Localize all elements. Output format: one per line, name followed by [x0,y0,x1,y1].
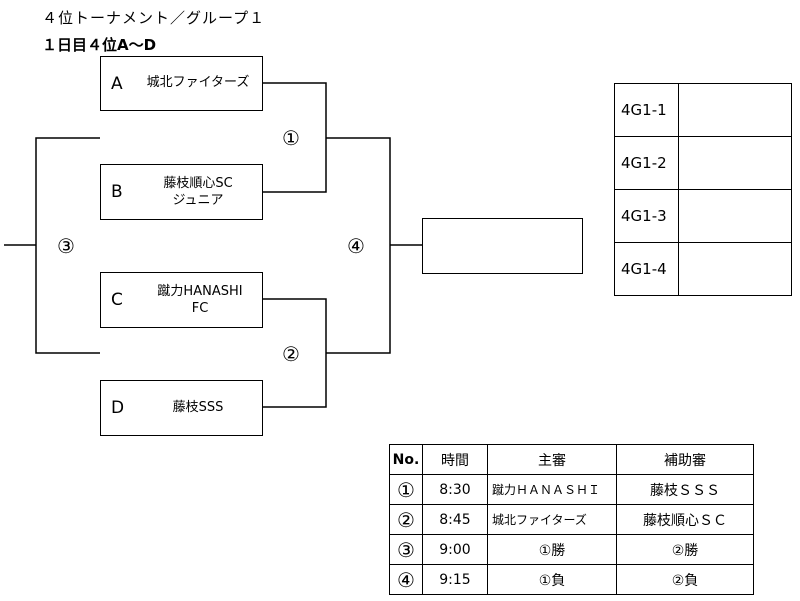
result-label: 4G1-4 [614,242,679,296]
table-row: 4G1-4 [614,242,792,296]
team-letter: A [111,74,123,94]
page-title: ４位トーナメント／グループ１ [42,9,266,27]
referee: 城北ファイターズ [487,504,617,535]
header-time: 時間 [422,444,488,475]
team-name: 藤枝順心SC ジュニア [163,176,233,208]
referee: ①勝 [487,534,617,565]
header-assistant: 補助審 [616,444,754,475]
team-name: 藤枝SSS [172,400,224,415]
match-label-2: ② [282,342,300,366]
page-subtitle: １日目４位A～D [42,36,157,54]
table-row: ② 8:45 城北ファイターズ 藤枝順心ＳＣ [389,504,754,535]
header-referee: 主審 [487,444,617,475]
assistant-referee: 藤枝ＳＳＳ [616,474,754,505]
team-box-d: D 藤枝SSS [100,380,263,436]
match-label-4: ④ [347,234,365,258]
team-box-b: B 藤枝順心SC ジュニア [100,164,263,220]
match-label-3: ③ [57,234,75,258]
team-letter: D [111,398,125,418]
table-row: ① 8:30 蹴力ＨＡＮＡＳＨＩ 藤枝ＳＳＳ [389,474,754,505]
result-cell [678,83,792,137]
team-letter: B [111,182,123,202]
assistant-referee: 藤枝順心ＳＣ [616,504,754,535]
team-letter: C [111,290,123,310]
match-time: 8:30 [422,474,488,505]
team-name: 城北ファイターズ [146,75,250,90]
assistant-referee: ②負 [616,564,754,595]
match-time: 9:00 [422,534,488,565]
table-row: 4G1-2 [614,136,792,190]
header-no: No. [389,444,423,475]
match-no: ① [389,474,423,505]
team-box-a: A 城北ファイターズ [100,56,263,111]
match-time: 8:45 [422,504,488,535]
team-name: 蹴力HANASHI FC [157,284,243,316]
result-cell [678,242,792,296]
match-label-1: ① [282,126,300,150]
assistant-referee: ②勝 [616,534,754,565]
results-table: 4G1-1 4G1-2 4G1-3 4G1-4 [614,83,792,296]
result-cell [678,136,792,190]
referee: 蹴力ＨＡＮＡＳＨＩ [487,474,617,505]
table-row: ③ 9:00 ①勝 ②勝 [389,534,754,565]
match-time: 9:15 [422,564,488,595]
table-row: 4G1-1 [614,83,792,137]
result-label: 4G1-2 [614,136,679,190]
schedule-table: No. 時間 主審 補助審 ① 8:30 蹴力ＨＡＮＡＳＨＩ 藤枝ＳＳＳ ② 8… [389,444,754,595]
result-label: 4G1-1 [614,83,679,137]
final-winner-box [422,218,583,274]
referee: ①負 [487,564,617,595]
result-label: 4G1-3 [614,189,679,243]
match-no: ④ [389,564,423,595]
result-cell [678,189,792,243]
match-no: ③ [389,534,423,565]
table-row: ④ 9:15 ①負 ②負 [389,564,754,595]
team-box-c: C 蹴力HANASHI FC [100,272,263,328]
match-no: ② [389,504,423,535]
table-header-row: No. 時間 主審 補助審 [389,444,754,475]
table-row: 4G1-3 [614,189,792,243]
